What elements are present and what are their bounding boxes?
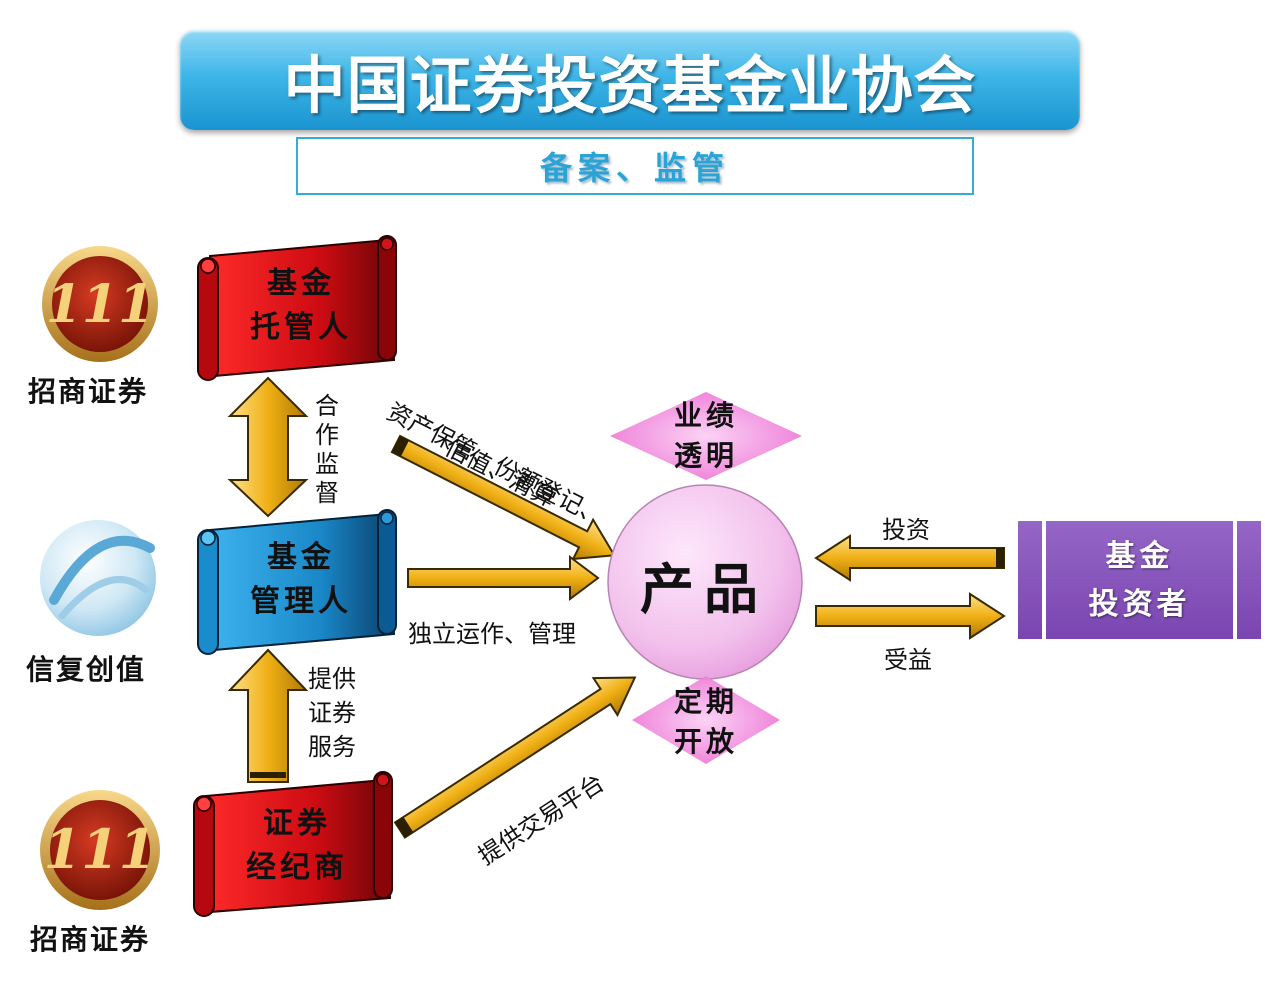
investor-label: 基金 投资者 xyxy=(1018,533,1261,629)
services-line: 证券 xyxy=(308,699,356,727)
svg-text:111: 111 xyxy=(44,817,157,881)
services-line: 提供 xyxy=(308,665,356,693)
manager-label: 基金 管理人 xyxy=(226,536,376,624)
diamond-bottom-label: 定期 开放 xyxy=(640,682,772,762)
trading-platform-arrow xyxy=(393,676,637,839)
logo-caption-top: 招商证券 xyxy=(28,375,149,408)
page-title: 中国证券投资基金业协会 xyxy=(283,49,977,122)
services-label: 提供 证券 服务 xyxy=(308,662,356,764)
broker-label-line1: 证券 xyxy=(263,806,331,841)
custodian-label-line1: 基金 xyxy=(267,266,335,301)
manager-label-line2: 管理人 xyxy=(250,584,352,619)
cmb-logo-bottom: 111 xyxy=(40,790,160,910)
custody-arrow xyxy=(390,434,616,561)
broker-label: 证券 经纪商 xyxy=(222,802,372,890)
xinfu-logo xyxy=(40,520,156,636)
custodian-label-line2: 托管人 xyxy=(250,310,352,345)
product-label: 产品 xyxy=(640,558,768,621)
operation-arrow xyxy=(407,555,600,601)
diamond-top-label: 业绩 透明 xyxy=(640,396,772,476)
diamond-top-line2: 透明 xyxy=(673,439,738,472)
benefit-arrow xyxy=(815,592,1006,640)
services-arrow xyxy=(227,648,309,783)
manager-label-line1: 基金 xyxy=(267,540,335,575)
investor-stripe xyxy=(1233,521,1237,639)
svg-text:111: 111 xyxy=(46,274,155,335)
logo-caption-bottom: 招商证券 xyxy=(30,923,151,956)
services-arrow-base xyxy=(250,772,286,778)
operation-label: 独立运作、管理 xyxy=(408,620,576,648)
manager-scroll-shape xyxy=(197,509,397,655)
title-banner: 中国证券投资基金业协会 xyxy=(180,30,1080,130)
cooperation-label: 合 作 监 督 xyxy=(312,392,342,508)
diamond-top-line1: 业绩 xyxy=(673,399,738,432)
investor-label-line1: 基金 xyxy=(1105,539,1174,574)
benefit-label: 受益 xyxy=(884,646,932,674)
diamond-top-shape xyxy=(610,392,802,480)
cooperation-char: 合 xyxy=(315,392,339,420)
investor-stripe xyxy=(1042,521,1046,639)
diamond-bottom-shape xyxy=(632,676,780,764)
cooperation-char: 作 xyxy=(315,421,339,449)
cooperation-char: 督 xyxy=(315,479,339,507)
investor-label-line2: 投资者 xyxy=(1088,587,1191,622)
page-subtitle: 备案、监管 xyxy=(539,149,730,187)
cmb-logo-top: 111 xyxy=(42,246,158,362)
subtitle-banner: 备案、监管 xyxy=(296,137,974,195)
custodian-label: 基金 托管人 xyxy=(226,262,376,350)
broker-label-line2: 经纪商 xyxy=(246,850,348,885)
cooperation-char: 监 xyxy=(315,450,339,478)
invest-arrow xyxy=(814,534,1005,582)
services-line: 服务 xyxy=(308,733,356,761)
broker-scroll-shape xyxy=(193,771,393,917)
custodian-scroll-shape xyxy=(197,235,397,381)
logo-caption-middle: 信复创值 xyxy=(26,653,147,686)
diamond-bottom-line1: 定期 xyxy=(673,685,738,718)
cooperation-arrow xyxy=(227,376,309,518)
invest-label: 投资 xyxy=(882,516,930,544)
investor-box: 基金 投资者 xyxy=(1018,521,1261,639)
diamond-bottom-line2: 开放 xyxy=(673,725,738,758)
